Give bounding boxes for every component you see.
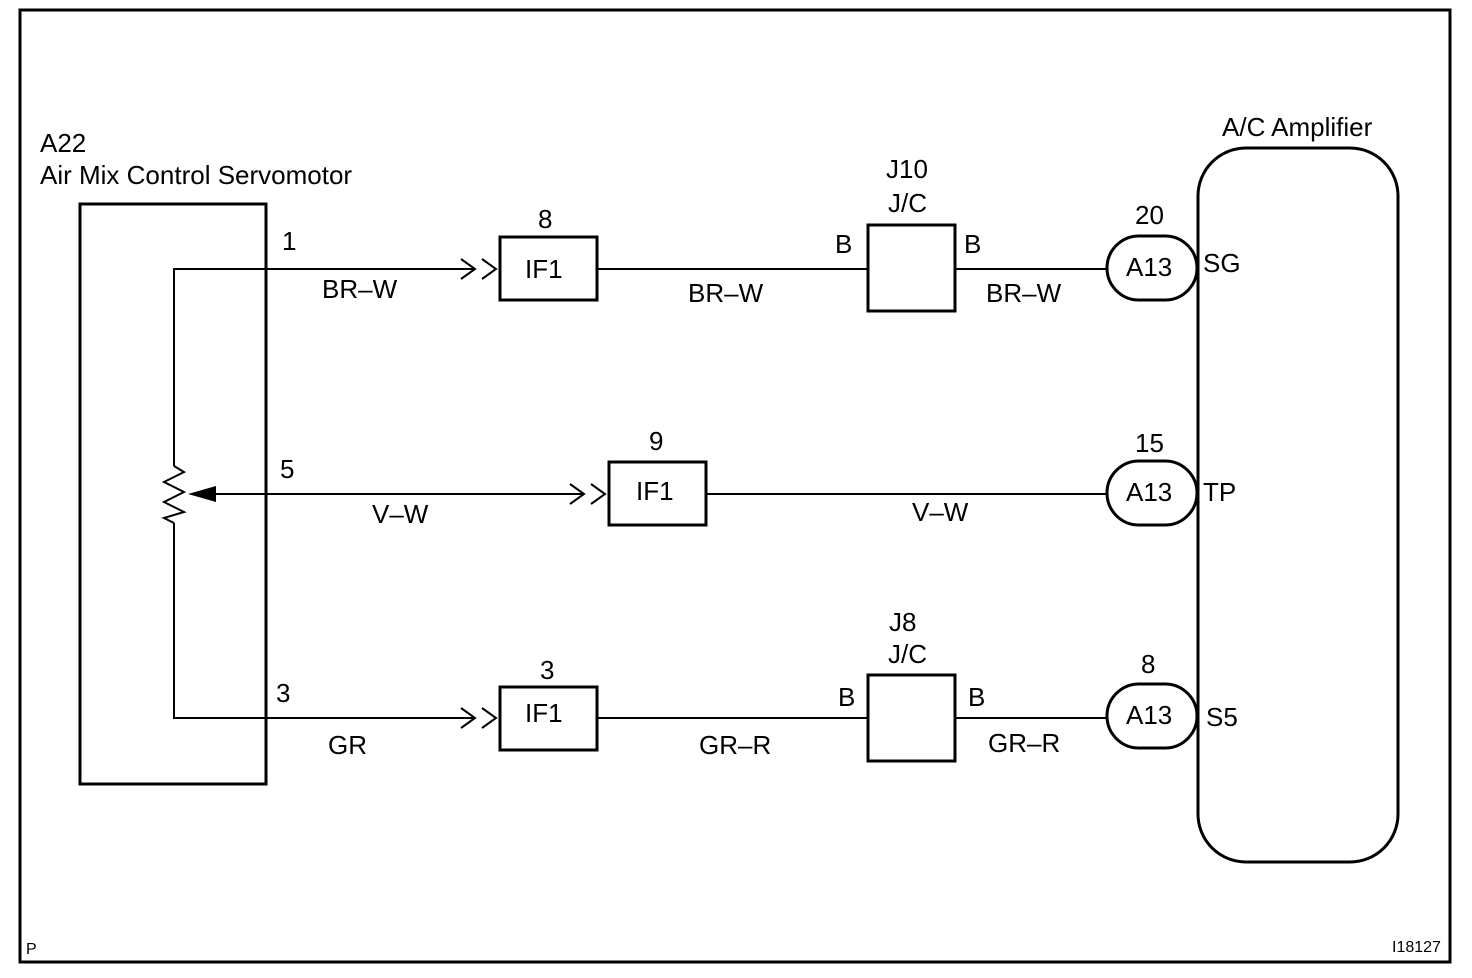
amplifier-terminal-name: TP — [1203, 477, 1236, 507]
amplifier-body — [1196, 146, 1400, 864]
wire-color-label: BR–W — [688, 278, 764, 308]
wire-color-label: BR–W — [322, 274, 398, 304]
junction-type: J/C — [888, 639, 927, 669]
wire-color-label: GR–R — [988, 728, 1060, 758]
wiper-arrow-icon — [188, 486, 216, 502]
junction-terminal-right: B — [968, 682, 985, 712]
amplifier-name: A/C Amplifier — [1222, 112, 1373, 142]
potentiometer-icon — [161, 465, 187, 524]
if1-connector-label: IF1 — [636, 476, 674, 506]
wire-row-s5: GR 3 IF1 GR–R J8 J/C B B GR–R 8 A13 S5 — [328, 607, 1238, 763]
wire-color-label: V–W — [912, 497, 969, 527]
a13-connector-label: A13 — [1126, 477, 1172, 507]
if1-pin-number: 8 — [538, 204, 552, 234]
amplifier-terminal-name: SG — [1203, 248, 1241, 278]
wire-color-label: GR — [328, 730, 367, 760]
if1-pin-number: 3 — [540, 655, 554, 685]
servomotor-internal-wire-lower — [173, 523, 475, 719]
servomotor-pin-5: 5 — [280, 454, 294, 484]
connector-arrow-icon — [590, 483, 607, 505]
footer-left-mark: P — [26, 941, 37, 958]
wire-color-label: GR–R — [699, 730, 771, 760]
servomotor-pin-3: 3 — [276, 678, 290, 708]
servomotor-internal-wire — [173, 268, 475, 466]
wire-color-label: V–W — [372, 499, 429, 529]
servomotor-name: Air Mix Control Servomotor — [40, 160, 352, 190]
servomotor-pin-1: 1 — [282, 226, 296, 256]
wire-color-label: BR–W — [986, 278, 1062, 308]
junction-terminal-left: B — [835, 229, 852, 259]
a13-connector-label: A13 — [1126, 252, 1172, 282]
amplifier-pin-number: 20 — [1135, 200, 1164, 230]
junction-type: J/C — [888, 188, 927, 218]
amplifier-terminal-name: S5 — [1206, 702, 1238, 732]
servomotor-component: A22 Air Mix Control Servomotor 1 5 3 — [40, 128, 584, 786]
servomotor-code: A22 — [40, 128, 86, 158]
junction-connector-j10 — [866, 223, 957, 313]
connector-arrow-icon — [460, 258, 477, 280]
if1-connector-label: IF1 — [525, 698, 563, 728]
amplifier-pin-number: 8 — [1141, 649, 1155, 679]
if1-connector-label: IF1 — [525, 254, 563, 284]
a13-connector-label: A13 — [1126, 700, 1172, 730]
connector-arrow-icon — [460, 707, 477, 729]
connector-arrow-icon — [481, 258, 498, 280]
diagram-frame — [18, 8, 1452, 964]
amplifier-component: A/C Amplifier — [1196, 112, 1400, 864]
amplifier-pin-number: 15 — [1135, 428, 1164, 458]
junction-id: J8 — [889, 607, 916, 637]
figure-id: I18127 — [1392, 939, 1441, 956]
junction-terminal-left: B — [838, 682, 855, 712]
connector-arrow-icon — [481, 707, 498, 729]
if1-pin-number: 9 — [649, 426, 663, 456]
wire-row-tp: V–W 9 IF1 V–W 15 A13 TP — [372, 426, 1236, 529]
junction-terminal-right: B — [964, 229, 981, 259]
connector-arrow-icon — [569, 483, 586, 505]
junction-id: J10 — [886, 154, 928, 184]
junction-connector-j8 — [866, 673, 957, 763]
wire-row-sg: BR–W 8 IF1 BR–W J10 J/C B B BR–W 20 A13 … — [322, 154, 1241, 313]
